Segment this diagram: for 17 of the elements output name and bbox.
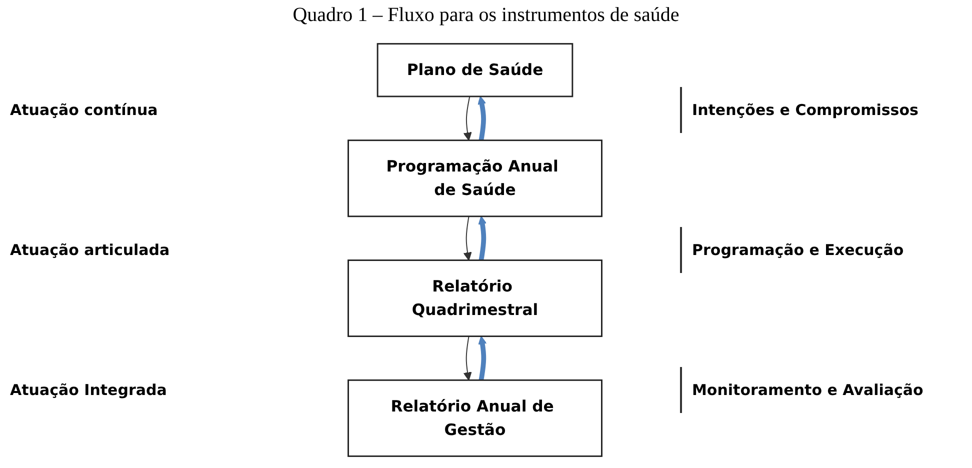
side-label: Atuação Integrada: [10, 381, 168, 399]
arrow: [463, 336, 472, 381]
node-box: Relatório Quadrimestral: [348, 260, 602, 337]
arrow: [463, 216, 472, 261]
side-label: Atuação contínua: [10, 101, 159, 119]
arrow: [463, 96, 472, 141]
diagram-title: Quadro 1 – Fluxo para os instrumentos de saúde: [292, 4, 680, 27]
bracket-label: Intenções e Compromissos: [680, 87, 965, 133]
bracket-label: Monitoramento e Avaliação: [680, 367, 965, 413]
side-label: Atuação articulada: [10, 241, 171, 259]
arrow: [478, 96, 486, 141]
node-box: Programação Anual de Saúde: [348, 140, 602, 218]
bracket-label: Programação e Execução: [680, 227, 965, 273]
arrow: [478, 336, 487, 381]
node-box: Relatório Anual de Gestão: [348, 379, 602, 457]
node-box: Plano de Saúde: [376, 43, 574, 98]
arrow: [478, 216, 487, 261]
